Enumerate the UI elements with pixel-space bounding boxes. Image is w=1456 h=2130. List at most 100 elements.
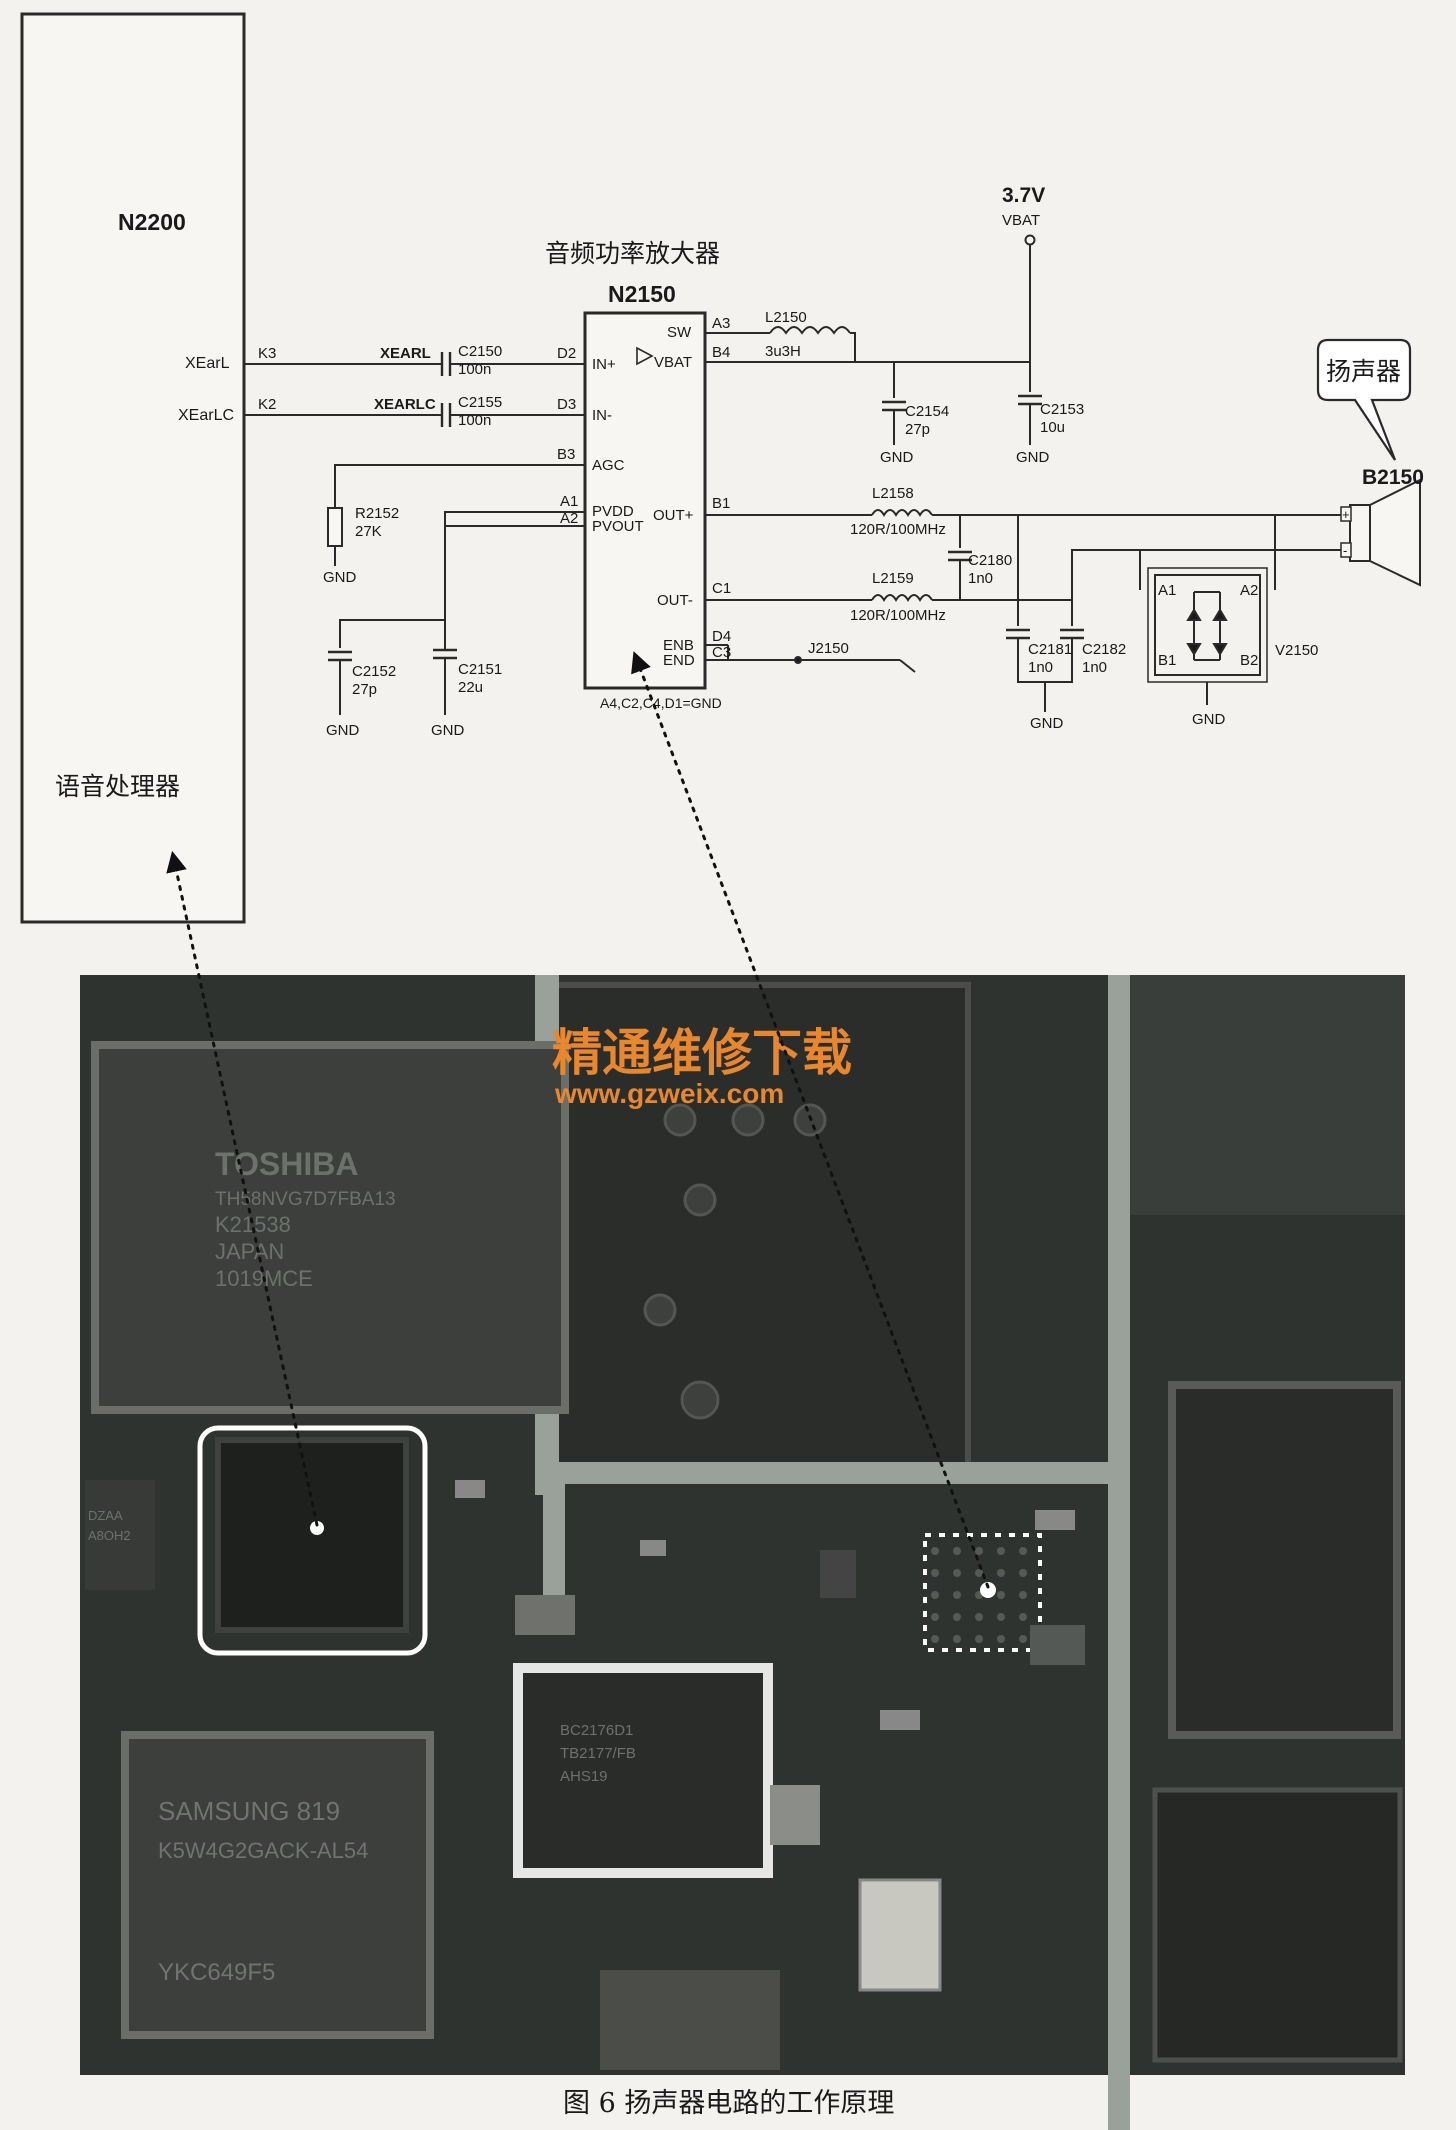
pin-net-xearl: XEarL	[185, 355, 230, 372]
watermark-url: www.gzweix.com	[554, 1078, 784, 1109]
callout-arrows	[166, 651, 990, 1589]
pcb-photo: TOSHIBA TH58NVG7D7FBA13 K21538 JAPAN 101…	[80, 975, 1405, 2130]
pin-pvdd: PVDD	[592, 503, 634, 520]
input-wires	[244, 363, 585, 416]
label-l2159: L2159	[872, 570, 914, 587]
amplifier-gnd-note: A4,C2,C4,D1=GND	[600, 695, 722, 711]
label-c2151: C2151	[458, 661, 502, 678]
pin-k3: K3	[258, 345, 276, 362]
smd-part	[1030, 1625, 1085, 1665]
value-c2150: 100n	[458, 361, 491, 378]
amplifier-title: 音频功率放大器	[545, 240, 720, 268]
pin-d2: D2	[557, 345, 576, 362]
pin-b3: B3	[557, 446, 575, 463]
side-chip-line: DZAA	[88, 1508, 123, 1523]
smd-part	[600, 1970, 780, 2070]
amplifier-triangle-icon	[636, 346, 654, 366]
pin-a2: A2	[560, 510, 578, 527]
label-c2153: C2153	[1040, 401, 1084, 418]
toshiba-line: K21538	[215, 1212, 291, 1237]
gnd-c2152: GND	[326, 722, 360, 739]
speaker-ref: B2150	[1362, 466, 1424, 489]
gnd-c2181: GND	[1030, 715, 1064, 732]
amplifier-highlight	[923, 1533, 1042, 1652]
value-c2182: 1n0	[1082, 659, 1107, 676]
gnd-v2150: GND	[1192, 711, 1226, 728]
speaker-symbol	[1340, 478, 1421, 587]
enable-network	[705, 644, 916, 673]
value-l2159: 120R/100MHz	[850, 607, 946, 624]
smd-part	[1035, 1510, 1075, 1530]
pin-in-plus: IN+	[592, 356, 616, 373]
label-l2150: L2150	[765, 309, 807, 326]
pin-agc: AGC	[592, 457, 625, 474]
speaker-callout-bubble	[1316, 338, 1412, 461]
v2150-pin-b1: B1	[1158, 652, 1176, 669]
v2150-pin-a1: A1	[1158, 582, 1176, 599]
value-c2153: 10u	[1040, 419, 1065, 436]
pcb-hole	[663, 1103, 697, 1137]
smd-part	[858, 1878, 942, 1992]
pin-net-xearlc: XEarLC	[178, 407, 234, 424]
pin-c1: C1	[712, 580, 731, 597]
pin-d3: D3	[557, 396, 576, 413]
value-c2155: 100n	[458, 412, 491, 429]
arrow-to-amplifier	[631, 651, 990, 1589]
smd-part	[770, 1785, 820, 1845]
side-chip	[85, 1480, 155, 1590]
pin-c3: C3	[712, 644, 731, 661]
value-l2158: 120R/100MHz	[850, 521, 946, 538]
pcb-hole	[731, 1103, 765, 1137]
amplifier-marker	[980, 1582, 996, 1598]
samsung-line: K5W4G2GACK-AL54	[158, 1838, 368, 1863]
schematic	[20, 12, 1421, 924]
figure-caption: 图 6 扬声器电路的工作原理	[563, 2088, 894, 2119]
processor-block	[20, 12, 246, 924]
smd-part	[820, 1550, 856, 1598]
pin-in-minus: IN-	[592, 407, 612, 424]
label-j2150: J2150	[808, 640, 849, 657]
gnd-c2151: GND	[431, 722, 465, 739]
label-v2150: V2150	[1275, 642, 1318, 659]
side-chip-line: A8OH2	[88, 1528, 131, 1543]
c2150-capacitor	[440, 352, 452, 376]
schematic-labels: N2200 语音处理器 XEarL XEarLC 音频功率放大器 N2150 A…	[55, 184, 1424, 801]
label-c2155: C2155	[458, 394, 502, 411]
supply-voltage: 3.7V	[1002, 184, 1045, 207]
smd-part	[640, 1540, 666, 1556]
agc-network	[327, 464, 585, 566]
net-xearl: XEARL	[380, 345, 431, 362]
net-xearlc: XEARLC	[374, 396, 436, 413]
value-c2151: 22u	[458, 679, 483, 696]
value-c2152: 27p	[352, 681, 377, 698]
pin-enb: ENB	[663, 637, 694, 654]
speaker-callout-text: 扬声器	[1326, 358, 1401, 386]
smd-part	[880, 1710, 920, 1730]
pin-b4: B4	[712, 344, 730, 361]
label-c2181: C2181	[1028, 641, 1072, 658]
label-c2182: C2182	[1082, 641, 1126, 658]
pin-d4: D4	[712, 628, 731, 645]
processor-ref: N2200	[118, 209, 186, 235]
pvdd-network	[328, 511, 585, 715]
output-network	[705, 509, 1350, 712]
speaker-plus: +	[1342, 507, 1350, 522]
gnd-c2154: GND	[880, 449, 914, 466]
label-c2152: C2152	[352, 663, 396, 680]
processor-marker	[310, 1521, 324, 1535]
v2150-pin-a2: A2	[1240, 582, 1258, 599]
pin-a3: A3	[712, 315, 730, 332]
processor-name: 语音处理器	[55, 773, 180, 801]
amplifier-ref: N2150	[608, 281, 676, 307]
pin-end: END	[663, 652, 695, 669]
pin-sw: SW	[667, 324, 692, 341]
toshiba-line: TH58NVG7D7FBA13	[215, 1189, 396, 1210]
pin-a1: A1	[560, 493, 578, 510]
toshiba-chip	[91, 1041, 569, 1414]
center-chip-line: AHS19	[560, 1768, 608, 1785]
processor-chip	[215, 1437, 409, 1633]
label-c2180: C2180	[968, 552, 1012, 569]
value-c2180: 1n0	[968, 570, 993, 587]
pin-out-minus: OUT-	[657, 592, 693, 609]
